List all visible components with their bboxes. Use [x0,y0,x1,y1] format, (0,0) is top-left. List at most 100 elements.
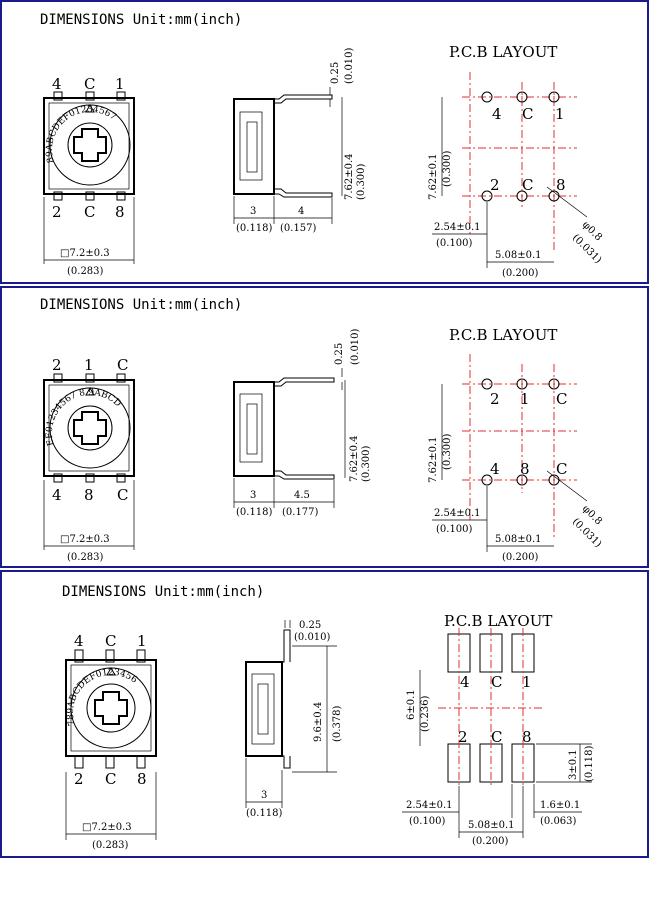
pcb-pitch: 2.54±0.1 [434,222,481,233]
top-view: 4 C 1 789ABCDEF0123456 2 C 8 □7.2±0.3 (0… [65,632,157,851]
top-pin-label-2: 1 [84,356,94,374]
lead-thickness-inch: (0.010) [350,328,361,365]
svg-text:EF01234567 8 9ABCD: EF01234567 8 9ABCD [45,388,123,447]
lead-thickness: 0.25 [334,343,345,365]
bottom-pin-label-3: 8 [115,203,125,221]
lead-thickness: 0.25 [330,62,341,84]
arrow-indicator-icon [85,386,95,396]
top-pin-label-2: C [84,75,95,93]
header: DIMENSIONS Unit:mm(inch) [40,12,242,28]
pcb-pad-width: 1.6±0.1 [540,800,580,811]
side-view: 0.25 (0.010) 9.6±0.4 (0.378) 3 (0.118) [245,620,343,819]
side-view: 0.25 (0.010) 7.62±0.4 (0.300) 3 (0.118) … [233,47,367,234]
body-dimension-inch: (0.283) [92,840,129,851]
pcb-layout: 4 C 1 2 C 8 6±0.1 (0.236) 3±0.1 (0.118) … [402,628,595,847]
side-dim-a-inch: (0.118) [236,507,273,518]
side-dim-b: 4.5 [294,490,310,501]
body-dimension-inch: (0.283) [67,266,104,277]
bottom-pin-label-2: 8 [84,486,94,504]
height-dimension-inch: (0.300) [356,163,367,200]
bottom-pin-label-1: 4 [52,486,62,504]
pcb-hole [481,378,493,390]
side-dim-b: 4 [298,206,304,217]
pcb-span: 5.08±0.1 [468,820,515,831]
pcb-top-label-2: C [491,673,502,691]
pcb-top-label-2: C [522,105,533,123]
pcb-bottom-label-1: 4 [490,460,500,478]
pcb-hole [481,91,493,103]
pcb-layout: 4 C 1 2 C 8 7.62±0.1 (0.300) 2.54±0.1 (0… [428,72,604,279]
top-pin-label-2: C [105,632,116,650]
pcb-span-inch: (0.200) [502,268,539,279]
arrow-indicator-icon [106,666,116,676]
top-view: 4 C 1 89ABCDEF01234567 2 C 8 □7.2±0.3 (0… [43,75,135,277]
pcb-vertical-dim: 7.62±0.1 [428,436,439,483]
panel-1: DIMENSIONS Unit:mm(inch) P.C.B LAYOUT 4 … [0,0,649,284]
bottom-pin-label-1: 2 [52,203,62,221]
header: DIMENSIONS Unit:mm(inch) [62,584,264,600]
side-dim-a-inch: (0.118) [236,223,273,234]
pcb-pitch-inch: (0.100) [409,816,446,827]
cross-slot-icon [94,691,128,725]
pcb-vertical-dim-inch: (0.300) [442,433,453,470]
pcb-bottom-label-3: 8 [556,176,566,194]
pcb-bottom-label-1: 2 [490,176,500,194]
switch-body [43,379,135,477]
pcb-pitch: 2.54±0.1 [434,508,481,519]
pcb-vertical-dim-inch: (0.236) [420,695,431,732]
top-pin-label-3: C [117,356,128,374]
side-dim-b-inch: (0.177) [282,507,319,518]
pcb-pitch-inch: (0.100) [436,524,473,535]
pcb-top-label-3: 1 [522,673,532,691]
height-dimension-inch: (0.300) [361,445,372,482]
pcb-bottom-label-3: C [556,460,567,478]
panel-2: DIMENSIONS Unit:mm(inch) P.C.B LAYOUT 2 … [0,286,649,568]
pcb-span: 5.08±0.1 [495,534,542,545]
pcb-top-label-1: 4 [460,673,470,691]
pcb-top-label-3: 1 [555,105,565,123]
pcb-layout-title: P.C.B LAYOUT [449,43,557,61]
panel-1-drawing: DIMENSIONS Unit:mm(inch) P.C.B LAYOUT 4 … [40,12,604,279]
pcb-span-inch: (0.200) [472,836,509,847]
body-dimension: □7.2±0.3 [60,534,110,545]
switch-body [43,97,135,195]
pcb-bottom-label-2: C [491,728,502,746]
pcb-bottom-label-2: C [522,176,533,194]
height-dimension-inch: (0.378) [332,705,343,742]
cross-slot-icon [73,128,107,162]
pcb-top-label-2: 1 [520,390,530,408]
bottom-pin-label-3: C [117,486,128,504]
side-dim-b-inch: (0.157) [280,223,317,234]
body-dimension: □7.2±0.3 [82,822,132,833]
pcb-bottom-label-3: 8 [522,728,532,746]
top-view: 2 1 C EF01234567 8 9ABCD 4 8 C □7.2±0.3 … [43,356,135,563]
pcb-pad-height: 3±0.1 [568,749,579,780]
side-view: 0.25 (0.010) 7.62±0.4 (0.300) 3 (0.118) … [233,328,372,518]
panel-3-drawing: DIMENSIONS Unit:mm(inch) P.C.B LAYOUT 4 … [62,584,595,851]
side-dim-a: 3 [261,790,267,801]
pcb-vertical-dim-inch: (0.300) [442,150,453,187]
pcb-top-label-1: 2 [490,390,500,408]
pcb-bottom-label-2: 8 [520,460,530,478]
cross-slot-icon [73,411,107,445]
bottom-pin-label-2: C [84,203,95,221]
pcb-span: 5.08±0.1 [495,250,542,261]
side-dim-a-inch: (0.118) [246,808,283,819]
pcb-pad-height-inch: (0.118) [584,745,595,782]
body-dimension-inch: (0.283) [67,552,104,563]
lead-thickness-inch: (0.010) [344,47,355,84]
bottom-pin-label-1: 2 [74,770,84,788]
pcb-pitch-inch: (0.100) [436,238,473,249]
pcb-pitch: 2.54±0.1 [406,800,453,811]
panel-3: DIMENSIONS Unit:mm(inch) P.C.B LAYOUT 4 … [0,570,649,858]
dial-characters: EF01234567 8 9ABCD [45,388,123,447]
top-pin-label-1: 4 [52,75,62,93]
pcb-top-label-3: C [556,390,567,408]
height-dimension: 7.62±0.4 [349,435,360,482]
top-pin-label-3: 1 [115,75,125,93]
top-pin-label-1: 4 [74,632,84,650]
body-dimension: □7.2±0.3 [60,248,110,259]
pcb-layout-title: P.C.B LAYOUT [449,326,557,344]
lead-thickness-inch: (0.010) [294,632,331,643]
arrow-indicator-icon [85,103,95,113]
